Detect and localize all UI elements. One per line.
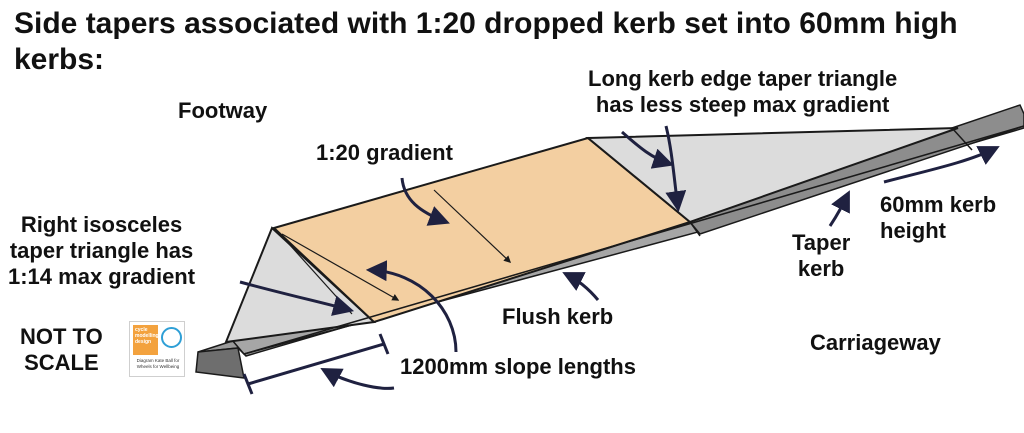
- label-kerb-height: 60mm kerb height: [880, 192, 997, 243]
- dimension-tick-right: [378, 333, 390, 355]
- label-not-to-scale: NOT TO SCALE: [20, 324, 103, 375]
- dimension-bar: [247, 342, 385, 386]
- diagram-title: Side tapers associated with 1:20 dropped…: [14, 7, 958, 76]
- flush-kerb-arrow: [562, 272, 600, 301]
- logo-caption: Diagram Kate Ball for Wheels for Wellbei…: [136, 358, 180, 369]
- label-carriageway: Carriageway: [810, 330, 941, 355]
- kerb-joint-line-2: [689, 221, 701, 237]
- dimension-tick-left: [242, 373, 254, 395]
- label-flush-kerb: Flush kerb: [502, 304, 614, 329]
- logo-circle-icon: [161, 327, 182, 348]
- kerb-edge-line: [243, 125, 1024, 355]
- label-taper-kerb: Taper kerb: [792, 230, 851, 281]
- kerb-face: [195, 347, 245, 379]
- label-right-isosceles: Right isosceles taper triangle has 1:14 …: [8, 212, 196, 289]
- long-taper-arrow-2: [664, 125, 687, 213]
- gradient-arrow: [400, 177, 450, 226]
- label-gradient: 1:20 gradient: [316, 140, 453, 165]
- label-footway: Footway: [178, 98, 268, 123]
- wheels-for-wellbeing-logo: cycle modelling design Diagram Kate Ball…: [129, 321, 185, 377]
- isosceles-arrow: [239, 280, 355, 316]
- taper-kerb-arrow: [828, 190, 850, 227]
- gradient-line-2: [281, 233, 400, 301]
- long-taper-arrow-1: [621, 130, 674, 169]
- slope-lengths-arrow-1: [365, 260, 458, 353]
- label-long-taper: Long kerb edge taper triangle has less s…: [588, 66, 898, 117]
- kerb-joint-line: [951, 127, 973, 151]
- kerb-height-arrow: [883, 146, 1000, 184]
- gradient-line-1: [433, 189, 512, 263]
- logo-mark: cycle modelling design: [133, 325, 159, 355]
- label-slope-lengths: 1200mm slope lengths: [400, 354, 636, 379]
- slope-lengths-arrow-2: [320, 368, 395, 390]
